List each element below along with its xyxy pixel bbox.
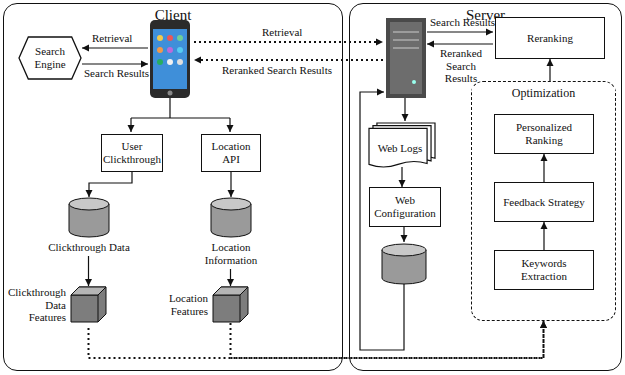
node-label: Location API [206, 140, 256, 165]
server-arrows [404, 98, 405, 121]
arrow-label: Reranked Search Results [429, 47, 493, 85]
node-label: Search Engine [29, 45, 71, 70]
cylinder-top [69, 198, 109, 210]
process-box: Web Configuration [369, 187, 441, 227]
phone-icon [167, 35, 173, 41]
connector-arrow [543, 154, 544, 182]
node-label: Reranking [527, 32, 573, 45]
arrow-label: Search Results [430, 16, 495, 29]
database-cylinder: Clickthrough Data [47, 197, 131, 256]
server-machine [386, 18, 426, 98]
cylinder-shape [209, 197, 253, 239]
node-label: Location Information [186, 241, 276, 266]
node-label: Personalized Ranking [499, 121, 589, 146]
server-arrows [427, 31, 493, 32]
database-cylinder [382, 244, 426, 284]
process-box: Keywords Extraction [494, 250, 594, 290]
phone-icon [167, 59, 173, 65]
optimization-group: OptimizationPersonalized RankingFeedback… [471, 81, 616, 321]
cube-body [213, 287, 248, 322]
hexagon-outline [19, 37, 81, 79]
cube-top [71, 287, 106, 295]
cube-body [71, 287, 106, 322]
phone-icon [177, 35, 183, 41]
connector-arrow [549, 59, 550, 81]
connector-arrow [230, 172, 231, 197]
connector-group [89, 59, 551, 358]
phone-icon [150, 20, 190, 98]
phone-icon [177, 59, 183, 65]
node-label: Clickthrough Data Features [7, 286, 66, 324]
phone-icon [168, 91, 173, 96]
client-arrows [130, 118, 131, 132]
document-sheet [369, 128, 427, 167]
dotted-connector [231, 321, 544, 358]
cube-top [213, 287, 248, 295]
node-label: Feedback Strategy [503, 196, 585, 209]
process-box: User Clickthrough [101, 134, 163, 172]
server-machine [393, 48, 419, 49]
node-label: Web Configuration [374, 194, 436, 219]
group-heading: Client [4, 7, 342, 24]
server-machine [393, 32, 419, 33]
cube-edge [213, 287, 248, 322]
connector-arrow [230, 269, 231, 286]
network-arrows [194, 59, 383, 61]
node-label: User Clickthrough [103, 140, 161, 165]
node-label: Location Features [158, 292, 208, 317]
connector-arrow [543, 222, 544, 250]
client-panel: ClientSearch EngineUser ClickthroughLoca… [3, 3, 343, 371]
process-box: Location API [201, 134, 261, 172]
client-arrows [82, 63, 148, 64]
cube-shape [212, 286, 249, 323]
server-arrows [403, 226, 404, 242]
arrow-label: Reranked Search Results [222, 64, 332, 77]
client-arrows [229, 118, 230, 132]
feature-cube: Clickthrough Data Features [7, 286, 107, 328]
network-arrows [194, 42, 383, 60]
dotted-connector [89, 321, 544, 358]
phone-icon [167, 47, 173, 53]
document-stack: Web Logs [369, 123, 435, 167]
phone-icon [177, 47, 183, 53]
server-machine [412, 80, 416, 84]
database-cylinder: Location Information [186, 197, 276, 269]
connector-arrow [89, 172, 132, 197]
client-arrows [82, 47, 148, 48]
arrow-label: Retrieval [92, 32, 132, 45]
group-heading: Optimization [472, 87, 615, 101]
phone-icon [157, 59, 163, 65]
client-arrows [131, 98, 230, 118]
phone-icon [157, 47, 163, 53]
network-arrows [194, 41, 383, 43]
connector-arrow [88, 256, 89, 286]
search-engine-hexagon: Search Engine [19, 37, 81, 79]
node-label: Clickthrough Data [47, 241, 131, 254]
phone-icon [150, 20, 190, 98]
server-machine [393, 40, 419, 41]
cube-shape [70, 286, 107, 323]
process-box: Feedback Strategy [494, 182, 594, 222]
phone-icon [157, 35, 163, 41]
node-label: Keywords Extraction [499, 257, 589, 282]
cylinder-top [211, 198, 251, 210]
server-arrows [360, 32, 493, 350]
node-label: Web Logs [378, 142, 423, 155]
server-machine [390, 22, 422, 94]
server-machine [386, 18, 426, 98]
phone-icon [153, 29, 187, 89]
process-box: Personalized Ranking [494, 114, 594, 154]
arrow-label: Search Results [84, 67, 149, 80]
arrow-label: Retrieval [262, 26, 302, 39]
cylinder-shape [67, 197, 111, 239]
cube-edge [71, 287, 106, 322]
server-arrows [427, 43, 493, 44]
process-box: Reranking [495, 17, 605, 59]
database-cylinder [382, 244, 426, 256]
connector-arrow [401, 167, 402, 187]
feature-cube: Location Features [158, 286, 249, 323]
server-panel: ServerWeb LogsWeb ConfigurationReranking… [349, 3, 622, 371]
